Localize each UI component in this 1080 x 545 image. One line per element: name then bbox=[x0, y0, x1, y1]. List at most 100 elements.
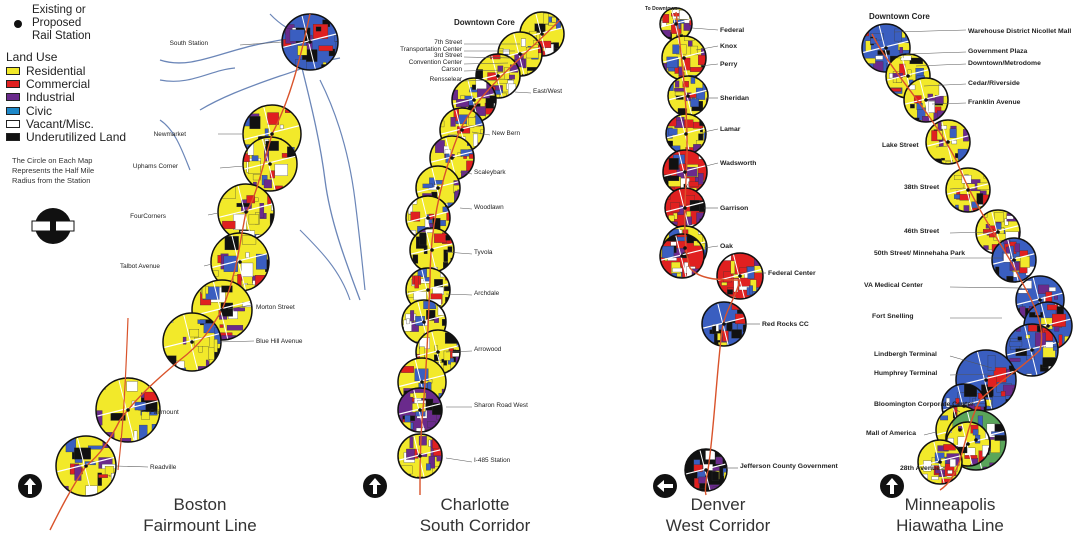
corridor-title-line: South Corridor bbox=[419, 516, 531, 535]
legend-station-line: Rail Station bbox=[32, 30, 91, 42]
legend-label: Vacant/Misc. bbox=[26, 116, 94, 131]
leader-line bbox=[239, 41, 283, 46]
station-dot bbox=[84, 464, 88, 468]
legend-note-line: Represents the Half Mile bbox=[12, 165, 95, 175]
station-dot bbox=[472, 98, 476, 102]
station-dot bbox=[268, 162, 272, 166]
station-dot bbox=[460, 128, 464, 132]
station-label: Fairmount bbox=[150, 409, 179, 416]
station-label: 38th Street bbox=[904, 184, 940, 191]
station-label: Rensselear bbox=[430, 76, 463, 83]
station-dot bbox=[1012, 258, 1016, 262]
leader-line bbox=[227, 304, 253, 310]
station-label: Garrison bbox=[720, 205, 748, 212]
station-label: Warehouse District Nicollet Mall bbox=[968, 28, 1071, 35]
station-label: Morton Street bbox=[256, 304, 295, 311]
station-dot bbox=[984, 378, 988, 382]
leader-line bbox=[463, 79, 497, 82]
leader-line bbox=[695, 45, 719, 51]
station-label: Archdale bbox=[474, 290, 500, 297]
station-label: FourCorners bbox=[130, 213, 166, 220]
station-dot bbox=[738, 274, 742, 278]
station-label: Uphams Corner bbox=[133, 163, 179, 170]
station-label: 50th Street/ Minnehaha Park bbox=[874, 250, 965, 257]
station-dot bbox=[683, 206, 687, 210]
station-dot bbox=[884, 46, 888, 50]
station-dot bbox=[684, 132, 688, 136]
station-label: Woodlawn bbox=[474, 204, 504, 211]
legend-swatch bbox=[6, 133, 20, 142]
station-dot bbox=[244, 210, 248, 214]
leader-line bbox=[935, 145, 949, 148]
leader-line bbox=[915, 63, 967, 67]
map-header: Downtown Core bbox=[454, 18, 515, 27]
station-label: Federal bbox=[720, 27, 744, 34]
legend-swatch bbox=[6, 79, 20, 88]
station-area-circle bbox=[663, 150, 707, 194]
legend-label: Residential bbox=[26, 63, 86, 78]
station-label: Convention Center bbox=[409, 59, 463, 66]
station-dot bbox=[682, 56, 686, 60]
station-label: Cedar/Riverside bbox=[968, 80, 1020, 87]
leader-line bbox=[923, 431, 937, 436]
rail-line bbox=[117, 317, 129, 471]
station-dot bbox=[722, 322, 726, 326]
legend-label: Underutilized Land bbox=[26, 130, 127, 145]
leader-line bbox=[905, 51, 967, 55]
station-dot bbox=[426, 216, 430, 220]
station-label: Wadsworth bbox=[720, 160, 756, 167]
corridor-title-line: Hiawatha Line bbox=[896, 516, 1004, 535]
station-label: Oak bbox=[720, 243, 733, 250]
leader-line bbox=[923, 83, 967, 87]
leader-line bbox=[931, 102, 967, 105]
station-dot bbox=[420, 380, 424, 384]
leader-line bbox=[207, 212, 219, 216]
leader-line bbox=[459, 171, 473, 175]
station-circle-outline bbox=[1005, 323, 1059, 377]
station-label: Lamar bbox=[720, 126, 741, 133]
station-label: 3rd Street bbox=[434, 52, 462, 59]
legend-note: The Circle on Each Map Represents the Ha… bbox=[6, 156, 156, 186]
station-dot bbox=[422, 320, 426, 324]
station-area-circle bbox=[56, 436, 116, 496]
station-label: I-485 Station bbox=[474, 457, 511, 464]
leader-line bbox=[949, 231, 993, 234]
station-dot bbox=[966, 442, 970, 446]
station-label: Jefferson County Government bbox=[740, 463, 839, 470]
leader-line bbox=[705, 162, 719, 167]
station-label: East/West bbox=[533, 88, 562, 95]
corridor-title-line: Fairmount Line bbox=[143, 516, 257, 535]
station-dot bbox=[1038, 298, 1042, 302]
legend-swatch bbox=[6, 119, 20, 128]
leader-line bbox=[893, 29, 967, 33]
legend-swatch bbox=[6, 106, 20, 115]
rail-line bbox=[871, 33, 1043, 491]
station-label: Perry bbox=[720, 61, 738, 68]
station-label: 46th Street bbox=[904, 228, 940, 235]
station-dot bbox=[1030, 348, 1034, 352]
leader-line bbox=[219, 165, 245, 169]
station-dot bbox=[418, 408, 422, 412]
leader-line bbox=[949, 373, 991, 376]
station-dot bbox=[496, 74, 500, 78]
station-area-circle bbox=[398, 388, 442, 432]
station-dot bbox=[418, 454, 422, 458]
legend: Existing or Proposed Rail Station Land U… bbox=[6, 4, 156, 186]
leader-line bbox=[463, 62, 509, 65]
station-circle-outline bbox=[242, 136, 298, 192]
corridor-title-line: Denver bbox=[690, 495, 746, 514]
leader-line bbox=[459, 207, 473, 210]
leader-line bbox=[699, 63, 719, 67]
station-label: Sharon Road West bbox=[474, 402, 528, 409]
station-label: Red Rocks CC bbox=[762, 321, 809, 328]
station-label: South Station bbox=[170, 40, 209, 47]
legend-station-line: Existing or bbox=[32, 4, 86, 16]
map-header: To Downtown bbox=[645, 6, 677, 12]
rail-line bbox=[419, 19, 561, 496]
denver-map: FederalKnoxPerrySheridanLamarWadsworthGa… bbox=[645, 6, 839, 498]
station-dot bbox=[686, 94, 690, 98]
legend-note-line: Radius from the Station bbox=[12, 175, 91, 185]
